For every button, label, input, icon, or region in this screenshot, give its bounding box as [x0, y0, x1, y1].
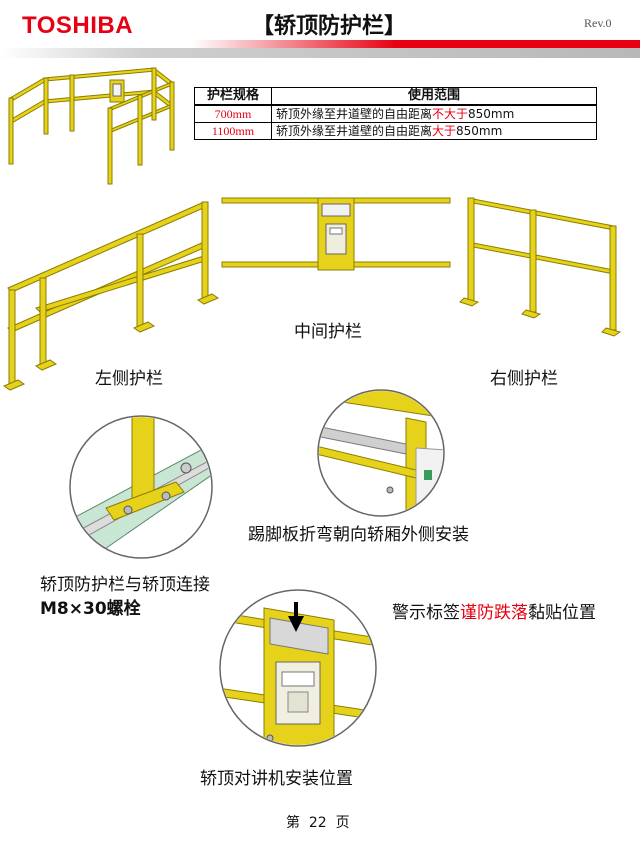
range-value: 850mm [468, 107, 515, 121]
warning-label-suffix: 黏贴位置 [528, 603, 596, 623]
warning-label-caption: 警示标签谨防跌落黏贴位置 [392, 600, 640, 626]
middle-guardrail-label: 中间护栏 [294, 322, 362, 342]
page-title: 【轿顶防护栏】 [252, 14, 407, 39]
right-guardrail-illustration [459, 197, 622, 337]
intercom-caption: 轿顶对讲机安装位置 [200, 769, 353, 789]
base-connection-detail [69, 415, 213, 559]
spec-table: 护栏规格 使用范围 700mm 轿顶外缘至井道壁的自由距离不大于850mm 11… [194, 87, 597, 140]
table-row: 700mm 轿顶外缘至井道壁的自由距离不大于850mm [194, 104, 597, 123]
right-guardrail-label: 右侧护栏 [490, 369, 558, 389]
middle-guardrail-illustration [221, 197, 451, 271]
spec-header-range: 使用范围 [271, 87, 597, 106]
table-row: 1100mm 轿顶外缘至井道壁的自由距离大于850mm [194, 122, 597, 140]
left-guardrail-illustration [2, 201, 220, 391]
bolt-spec-caption: M8×30螺栓 [40, 599, 141, 619]
range-value: 850mm [456, 124, 503, 138]
overview-guardrail-illustration [8, 67, 175, 185]
spec-size-cell: 700mm [194, 104, 272, 123]
range-text: 轿顶外缘至井道壁的自由距离 [276, 107, 433, 121]
kickplate-detail [317, 389, 445, 517]
spec-range-cell: 轿顶外缘至井道壁的自由距离不大于850mm [271, 104, 597, 123]
kickplate-caption: 踢脚板折弯朝向轿厢外侧安装 [248, 525, 469, 545]
spec-header-size: 护栏规格 [194, 87, 272, 106]
toshiba-logo: TOSHIBA [22, 12, 134, 39]
left-guardrail-label: 左侧护栏 [95, 369, 163, 389]
warning-label-text: 警示标签 [392, 603, 460, 623]
warning-label-highlight: 谨防跌落 [460, 603, 528, 623]
range-highlight: 不大于 [432, 107, 469, 121]
intercom-detail [219, 589, 377, 747]
header-gray-bar [0, 48, 640, 58]
spec-range-cell: 轿顶外缘至井道壁的自由距离大于850mm [271, 122, 597, 140]
revision-label: Rev.0 [584, 16, 612, 30]
page-number: 第 22 页 [286, 815, 350, 831]
spec-size-cell: 1100mm [194, 122, 272, 140]
header-red-bar [0, 40, 640, 48]
range-highlight: 大于 [432, 124, 457, 138]
range-text: 轿顶外缘至井道壁的自由距离 [276, 124, 433, 138]
connection-caption: 轿顶防护栏与轿顶连接 [40, 575, 210, 595]
